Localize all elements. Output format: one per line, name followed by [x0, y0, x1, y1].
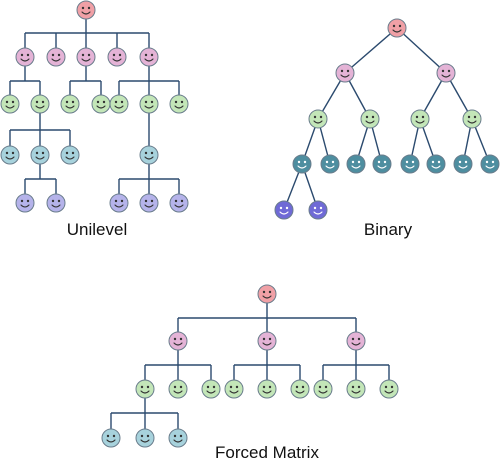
smiley-face-icon: [139, 193, 159, 213]
smiley-face-icon: [257, 331, 277, 351]
unilevel-label: Unilevel: [66, 220, 128, 239]
smiley-face-icon: [360, 109, 380, 129]
smiley-face-icon: [201, 379, 221, 399]
smiley-face-icon: [308, 200, 328, 220]
smiley-face-icon: [346, 154, 366, 174]
smiley-face-icon: [436, 63, 456, 83]
smiley-face-icon: [313, 379, 333, 399]
binary-label: Binary: [363, 220, 413, 239]
smiley-face-icon: [107, 47, 127, 67]
smiley-face-icon: [308, 109, 328, 129]
smiley-face-icon: [15, 47, 35, 67]
smiley-face-icon: [453, 154, 473, 174]
smiley-face-icon: [139, 145, 159, 165]
smiley-face-icon: [101, 428, 121, 448]
smiley-face-icon: [15, 193, 35, 213]
smiley-face-icon: [346, 331, 366, 351]
smiley-face-icon: [257, 379, 277, 399]
smiley-face-icon: [426, 154, 446, 174]
smiley-face-icon: [76, 0, 96, 20]
smiley-face-icon: [91, 94, 111, 114]
smiley-face-icon: [335, 63, 355, 83]
smiley-face-icon: [60, 145, 80, 165]
smiley-face-icon: [135, 379, 155, 399]
smiley-face-icon: [60, 94, 80, 114]
smiley-face-icon: [46, 193, 66, 213]
smiley-face-icon: [410, 109, 430, 129]
smiley-face-icon: [135, 428, 155, 448]
smiley-face-icon: [109, 94, 129, 114]
smiley-face-icon: [30, 145, 50, 165]
smiley-face-icon: [274, 200, 294, 220]
smiley-face-icon: [169, 193, 189, 213]
connector-line: [344, 27, 398, 74]
smiley-face-icon: [400, 154, 420, 174]
smiley-face-icon: [139, 94, 159, 114]
smiley-face-icon: [30, 94, 50, 114]
smiley-face-icon: [379, 379, 399, 399]
smiley-face-icon: [0, 145, 20, 165]
smiley-face-icon: [224, 379, 244, 399]
smiley-face-icon: [257, 284, 277, 304]
smiley-face-icon: [292, 154, 312, 174]
smiley-face-icon: [290, 379, 310, 399]
smiley-face-icon: [46, 47, 66, 67]
connector-line: [396, 27, 447, 74]
smiley-face-icon: [346, 379, 366, 399]
smiley-face-icon: [387, 18, 407, 38]
smiley-face-icon: [109, 193, 129, 213]
smiley-face-icon: [168, 428, 188, 448]
member-nodes: [0, 0, 500, 448]
forced-matrix-label: Forced Matrix: [215, 443, 319, 462]
smiley-face-icon: [462, 109, 482, 129]
smiley-face-icon: [0, 94, 20, 114]
smiley-face-icon: [139, 47, 159, 67]
smiley-face-icon: [169, 94, 189, 114]
smiley-face-icon: [320, 154, 340, 174]
smiley-face-icon: [168, 379, 188, 399]
smiley-face-icon: [372, 154, 392, 174]
smiley-face-icon: [168, 331, 188, 351]
smiley-face-icon: [76, 47, 96, 67]
smiley-face-icon: [480, 154, 500, 174]
